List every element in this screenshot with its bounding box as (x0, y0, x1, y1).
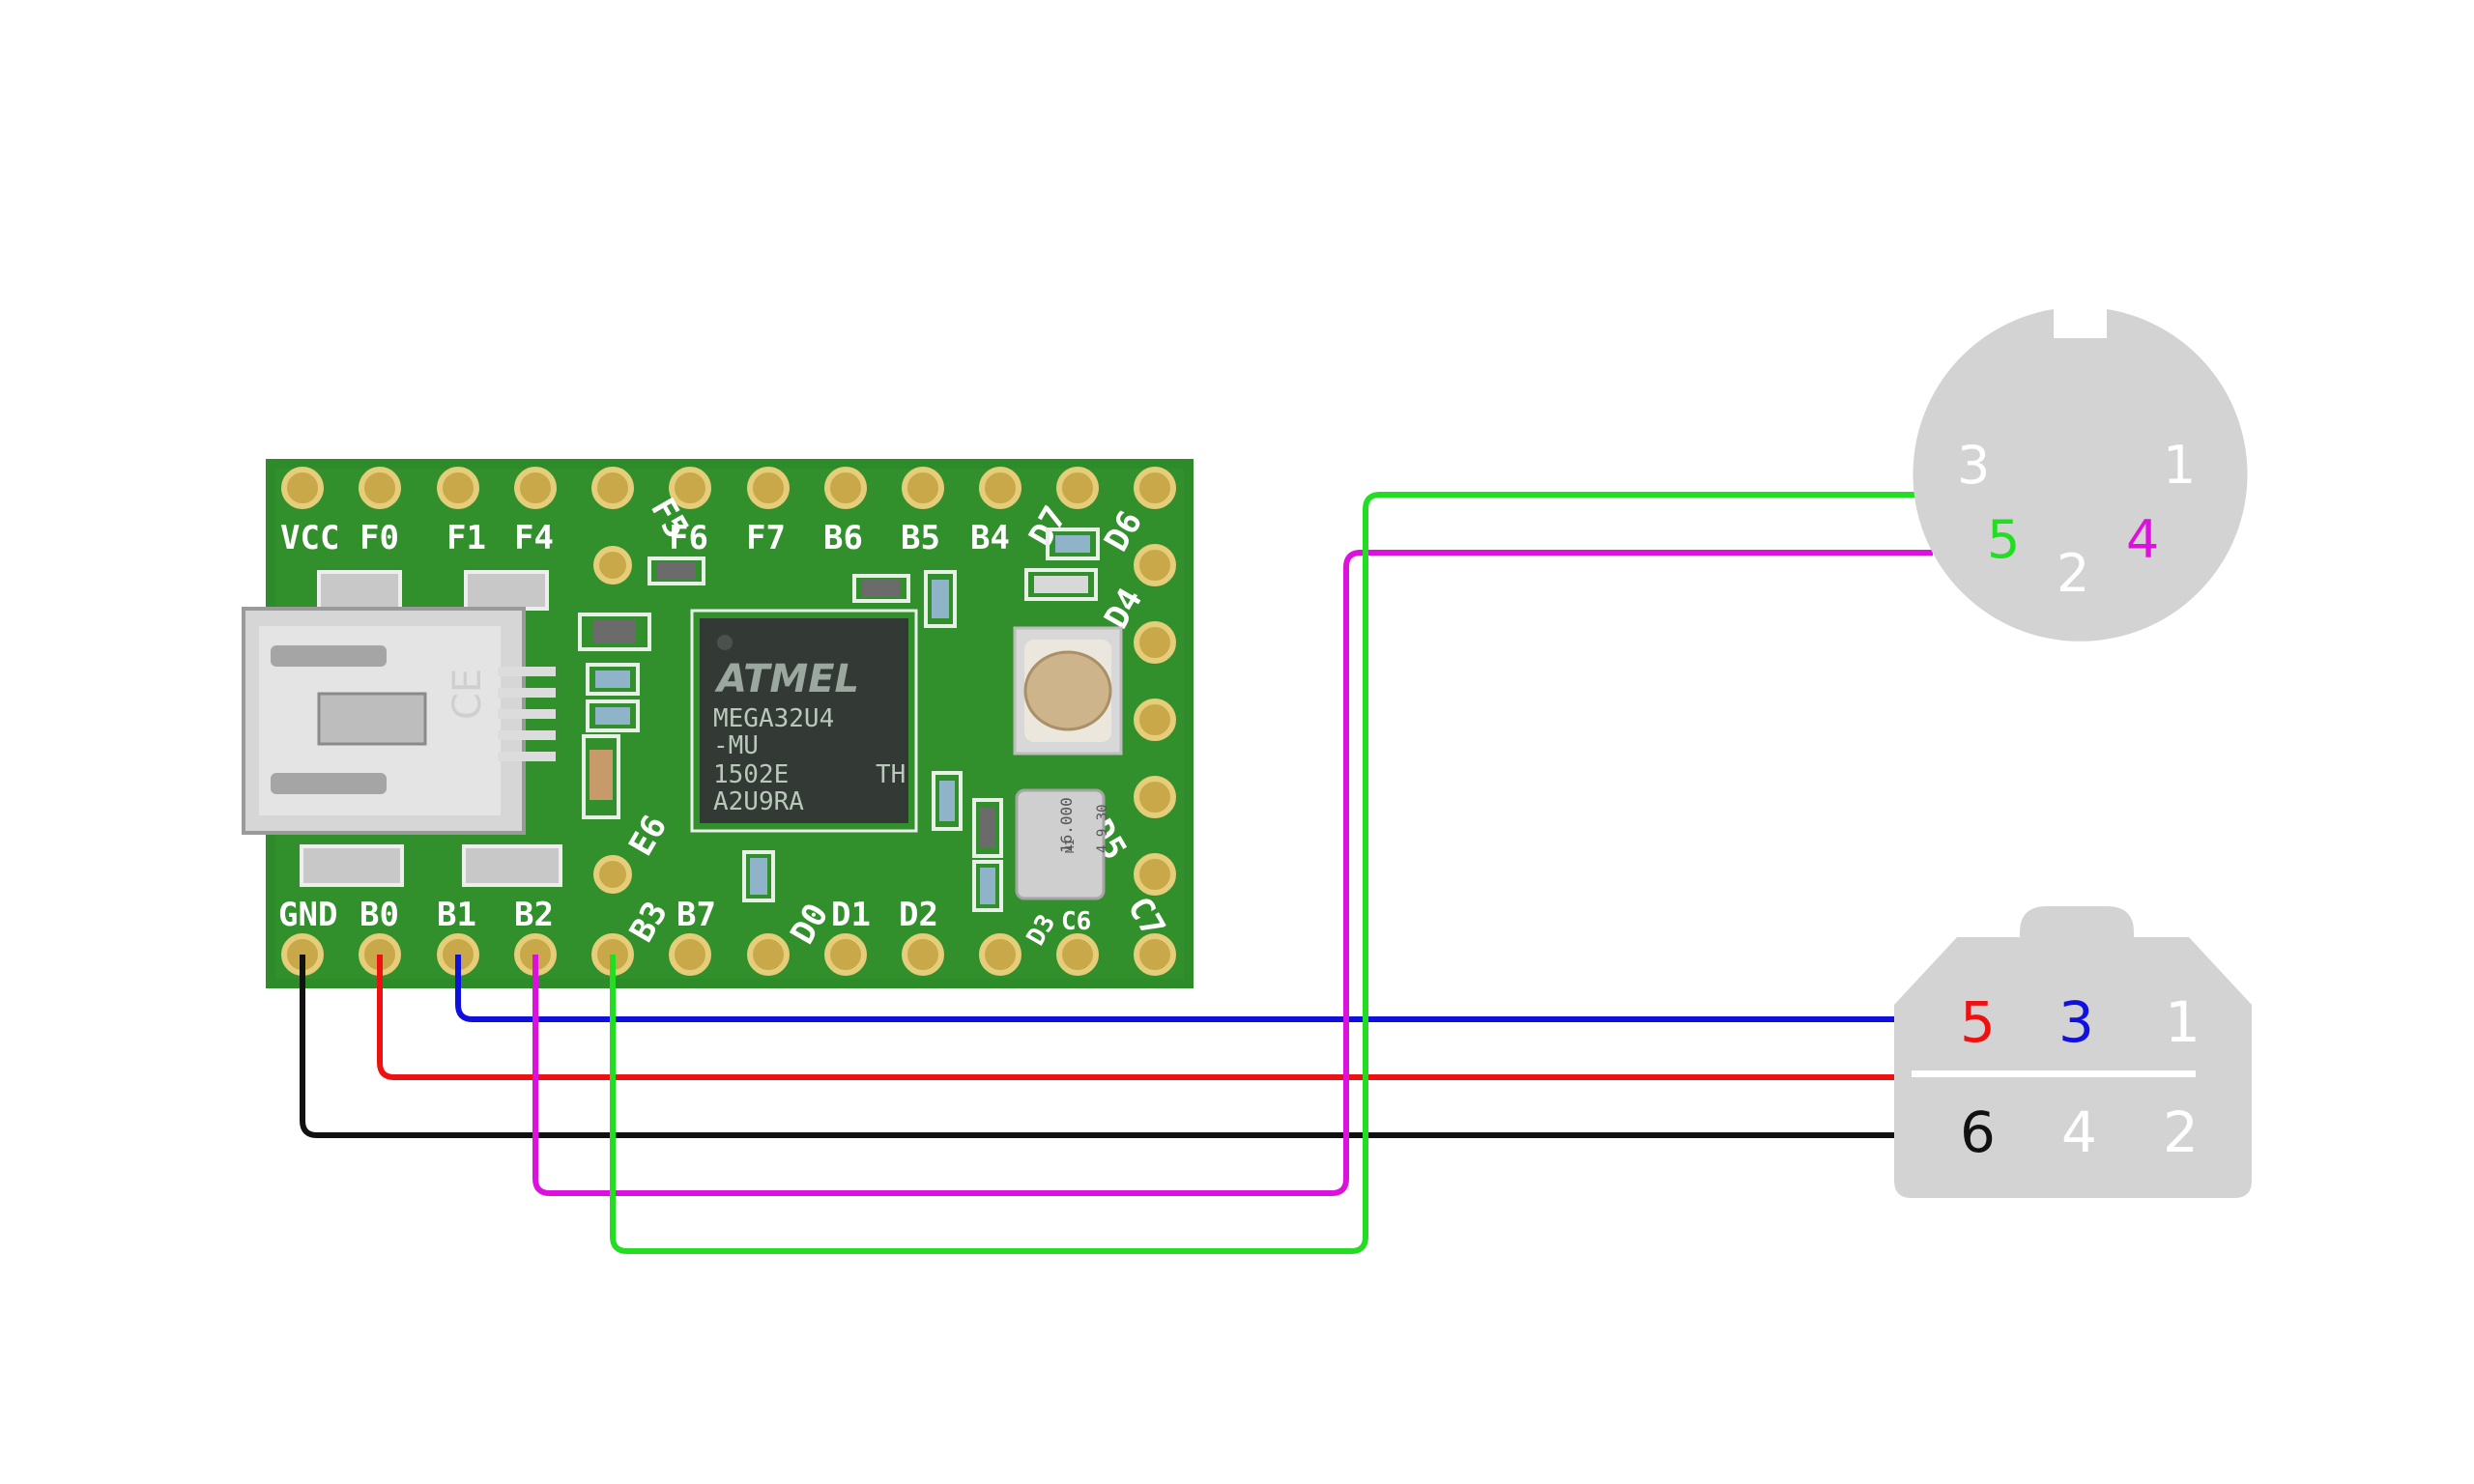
wire-b2-magenta (532, 550, 1933, 1196)
chip-logo: ATMEL (714, 657, 859, 701)
chip-line-2: -MU (713, 731, 759, 760)
pin-label-b5: B5 (901, 519, 940, 557)
smd-components (578, 528, 1100, 912)
rect-pin-6: 6 (1960, 1099, 1996, 1165)
rect-pin-4: 4 (2061, 1099, 2097, 1165)
pin-label-b7: B7 (676, 896, 716, 934)
pin-label-b4: B4 (970, 519, 1010, 557)
crystal-line-1: 16.000 (1057, 797, 1076, 853)
pin-label-f4: F4 (514, 519, 554, 557)
chip-corner-mark: TH (876, 760, 906, 789)
crystal-line-3: 4 9 30 (1095, 804, 1110, 853)
pin-label-d2: D2 (899, 896, 938, 934)
chip-line-4: A2U9RA (713, 787, 804, 816)
pin-label-gnd: GND (278, 896, 337, 934)
rect-pin-2: 2 (2163, 1099, 2199, 1165)
pin-label-c6: C6 (1061, 907, 1091, 936)
chip-line-1: MEGA32U4 (713, 704, 834, 733)
pin-label-b6: B6 (823, 519, 863, 557)
pin-label-f7: F7 (746, 519, 786, 557)
round-pin-1: 1 (2163, 435, 2196, 496)
reset-button (1013, 626, 1123, 756)
pin-label-b2: B2 (514, 896, 554, 934)
crystal-line-2: M1 (1063, 840, 1077, 853)
rect-pin-1: 1 (2165, 989, 2201, 1055)
wire-b3-green (610, 492, 1918, 1254)
inner-pads (593, 546, 632, 894)
atmega-chip: ATMEL MEGA32U4 -MU 1502E A2U9RA TH (690, 609, 918, 833)
rect-pin-3: 3 (2058, 989, 2094, 1055)
rect-connector-body (1894, 906, 2252, 1198)
round-pin-2: 2 (2057, 543, 2089, 604)
crystal-oscillator: 16.000 M1 4 9 30 (1015, 788, 1110, 900)
usb-connector: CE (242, 570, 562, 887)
rect-pin-5: 5 (1960, 989, 1996, 1055)
pin-label-d1: D1 (831, 896, 871, 934)
usb-ce-mark: CE (446, 669, 490, 720)
wires (300, 492, 1933, 1254)
chip-line-3: 1502E (713, 760, 789, 789)
round-pin-4: 4 (2126, 509, 2159, 570)
microcontroller-board: VCC F0 F1 F4 F5 F6 F7 B6 B5 B4 D7 D6 D4 … (242, 459, 1194, 988)
top-pads (281, 467, 1176, 509)
wire-b0-red (377, 955, 1894, 1080)
pin-label-f1: F1 (446, 519, 486, 557)
pin-label-b0: B0 (360, 896, 399, 934)
pin-label-f0: F0 (360, 519, 399, 557)
round-pin-3: 3 (1957, 435, 1990, 496)
rect-connector-divider (1912, 1070, 2196, 1077)
pin-label-b1: B1 (437, 896, 476, 934)
round-connector-body (1913, 309, 2248, 642)
pin-label-f6: F6 (669, 519, 708, 557)
round-connector: 3 1 5 4 2 (1913, 309, 2248, 642)
right-pads (1134, 544, 1176, 896)
wire-gnd-black (300, 955, 1894, 1138)
rect-connector: 5 3 1 6 4 2 (1894, 906, 2252, 1198)
wire-b1-blue (455, 955, 1894, 1022)
pin-label-vcc: VCC (280, 519, 339, 557)
round-pin-5: 5 (1987, 509, 2020, 570)
